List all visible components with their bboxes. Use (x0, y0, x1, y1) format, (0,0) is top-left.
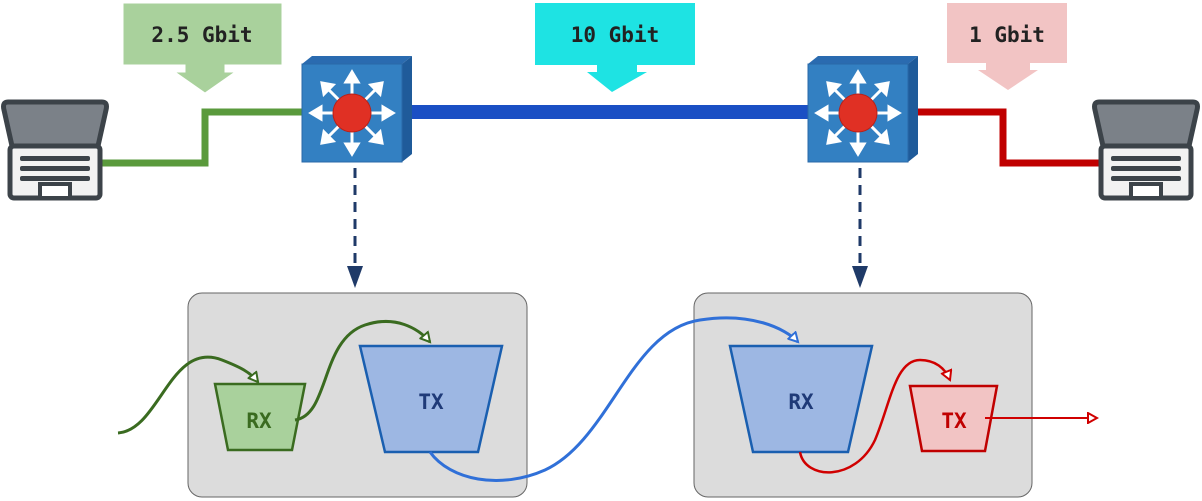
callout-middle-label: 10 Gbit (571, 23, 660, 47)
switch-right-icon (806, 54, 920, 164)
left-rx-label: RX (246, 409, 272, 433)
link-left (100, 108, 304, 167)
callout-left-label: 2.5 Gbit (151, 23, 252, 47)
callout-left: 2.5 Gbit (122, 2, 283, 94)
laptop-right-icon (1095, 102, 1198, 198)
flow-curve-right-rx-to-tx (798, 358, 950, 474)
left-tx-label: TX (418, 390, 444, 414)
right-tx-queue: TX (908, 384, 999, 453)
switch-left-icon (300, 54, 414, 164)
callout-right-label: 1 Gbit (969, 23, 1045, 47)
flow-curve-left-rx-to-tx (294, 320, 430, 422)
dashed-arrow-left (347, 168, 363, 288)
flow-curve-left-tx-to-right-rx (428, 316, 798, 482)
right-rx-queue: RX (728, 344, 874, 454)
flow-curve-into-left-rx (117, 355, 258, 435)
laptop-left-icon (4, 102, 107, 198)
left-rx-queue: RX (213, 382, 307, 452)
link-right (912, 108, 1100, 167)
right-tx-label: TX (941, 409, 967, 433)
callout-middle: 10 Gbit (535, 3, 695, 92)
left-tx-queue: TX (358, 344, 504, 454)
callout-right: 1 Gbit (947, 3, 1067, 90)
right-rx-label: RX (788, 390, 814, 414)
dashed-arrow-right (852, 168, 868, 288)
